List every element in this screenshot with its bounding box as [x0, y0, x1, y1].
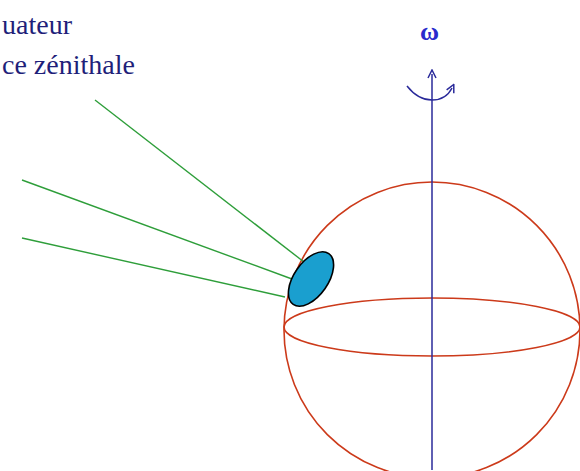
rotation-arrow: [407, 86, 452, 100]
text-label: ce zénithale: [2, 50, 135, 81]
rotation-axis: [431, 74, 433, 470]
surface-patch: [279, 244, 342, 314]
sun-ray: [22, 238, 285, 297]
sun-ray: [22, 180, 292, 279]
sun-ray: [95, 100, 304, 262]
text-label: uateur: [2, 10, 72, 41]
text-label: ω: [420, 18, 439, 47]
